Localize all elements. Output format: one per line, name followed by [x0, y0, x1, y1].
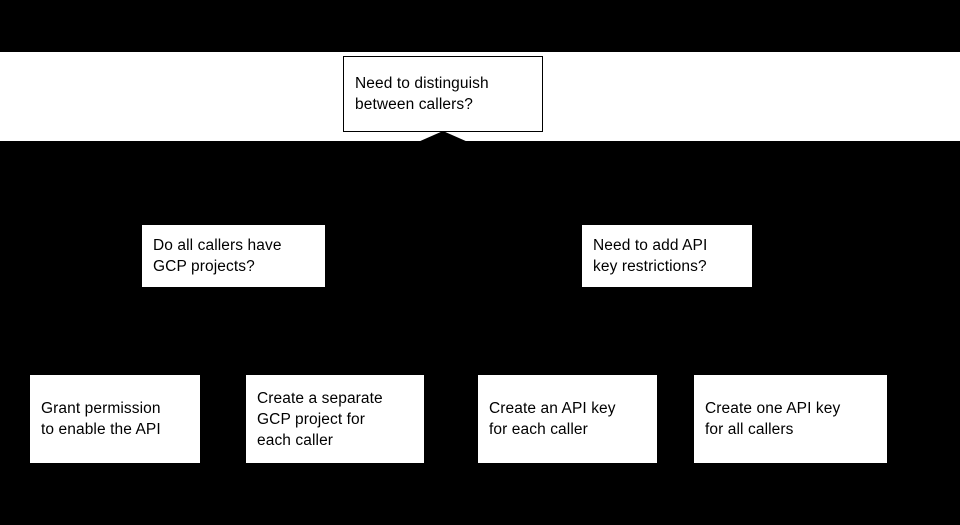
- node-label: Grant permission to enable the API: [41, 400, 161, 438]
- node-label: Do all callers have GCP projects?: [153, 237, 282, 275]
- node-label: Need to add API key restrictions?: [593, 237, 708, 275]
- node-label: Create a separate GCP project for each c…: [257, 389, 383, 449]
- node-need-to-distinguish-between-callers[interactable]: Need to distinguish between callers?: [343, 56, 543, 132]
- node-create-an-api-key-for-each-caller[interactable]: Create an API key for each caller: [478, 375, 657, 463]
- arrowhead-up-icon: [418, 131, 468, 142]
- node-grant-permission-to-enable-the-api[interactable]: Grant permission to enable the API: [30, 375, 200, 463]
- node-label: Create one API key for all callers: [705, 400, 841, 438]
- node-create-a-separate-gcp-project-for-each-caller[interactable]: Create a separate GCP project for each c…: [246, 375, 424, 463]
- node-need-to-add-api-key-restrictions[interactable]: Need to add API key restrictions?: [582, 225, 752, 287]
- node-label: Create an API key for each caller: [489, 400, 616, 438]
- node-create-one-api-key-for-all-callers[interactable]: Create one API key for all callers: [694, 375, 887, 463]
- node-label: Need to distinguish between callers?: [355, 75, 489, 113]
- node-do-all-callers-have-gcp-projects[interactable]: Do all callers have GCP projects?: [142, 225, 325, 287]
